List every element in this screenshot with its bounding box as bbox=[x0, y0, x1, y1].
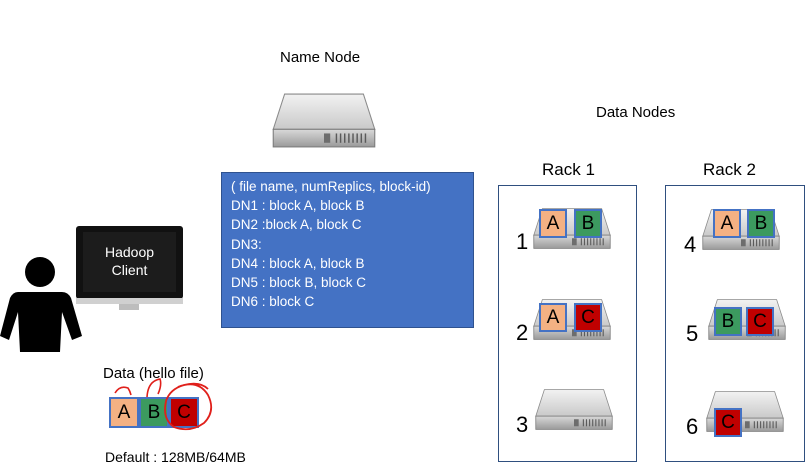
block-c: C bbox=[714, 408, 742, 437]
datanode-number: 5 bbox=[686, 321, 699, 346]
data-file-title: Data (hello file) bbox=[103, 365, 204, 382]
default-block-size: Default : 128MB/64MB bbox=[105, 449, 246, 465]
metadata-line: DN6 : block C bbox=[231, 294, 315, 310]
block-a: A bbox=[539, 209, 567, 238]
metadata-line: DN4 : block A, block B bbox=[231, 255, 365, 271]
client-label-line2: Client bbox=[111, 262, 148, 278]
rack-1-title: Rack 1 bbox=[542, 160, 595, 179]
namenode-metadata-box: ( file name, numReplics, block-id) DN1 :… bbox=[221, 172, 474, 328]
block-split-annotation bbox=[114, 378, 213, 431]
metadata-line: DN2 :block A, block C bbox=[231, 217, 362, 233]
block-c: C bbox=[574, 303, 602, 332]
datanode-3-server-icon bbox=[535, 388, 613, 431]
rack-2-title: Rack 2 bbox=[703, 160, 756, 179]
block-b: B bbox=[574, 209, 602, 238]
monitor-stand-icon bbox=[76, 298, 183, 310]
file-block-b: B bbox=[139, 397, 169, 428]
block-b: B bbox=[747, 209, 775, 238]
metadata-line: ( file name, numReplics, block-id) bbox=[231, 179, 431, 194]
datanode-number: 4 bbox=[684, 232, 697, 257]
file-block-c: C bbox=[169, 397, 199, 428]
namenode-title: Name Node bbox=[280, 49, 361, 66]
rack-2 bbox=[665, 185, 805, 462]
block-a: A bbox=[539, 303, 567, 332]
datanode-number: 1 bbox=[516, 229, 529, 254]
datanode-number: 3 bbox=[516, 412, 529, 437]
rack-1 bbox=[498, 185, 637, 462]
datanode-number: 2 bbox=[516, 320, 529, 345]
metadata-line: DN5 : block B, block C bbox=[231, 275, 367, 291]
block-a: A bbox=[713, 209, 741, 238]
datanodes-title: Data Nodes bbox=[596, 104, 676, 121]
client-label-line1: Hadoop bbox=[104, 244, 155, 260]
block-c: C bbox=[746, 307, 774, 336]
namenode-server-icon bbox=[272, 92, 376, 149]
metadata-line: DN3: bbox=[231, 236, 262, 252]
hadoop-client-label: Hadoop Client bbox=[83, 243, 176, 279]
datanode-number: 6 bbox=[686, 414, 699, 439]
metadata-line: DN1 : block A, block B bbox=[231, 198, 365, 214]
user-person-icon bbox=[0, 257, 82, 352]
client-screen bbox=[83, 232, 176, 292]
block-b: B bbox=[714, 307, 742, 336]
file-block-a: A bbox=[109, 397, 139, 428]
